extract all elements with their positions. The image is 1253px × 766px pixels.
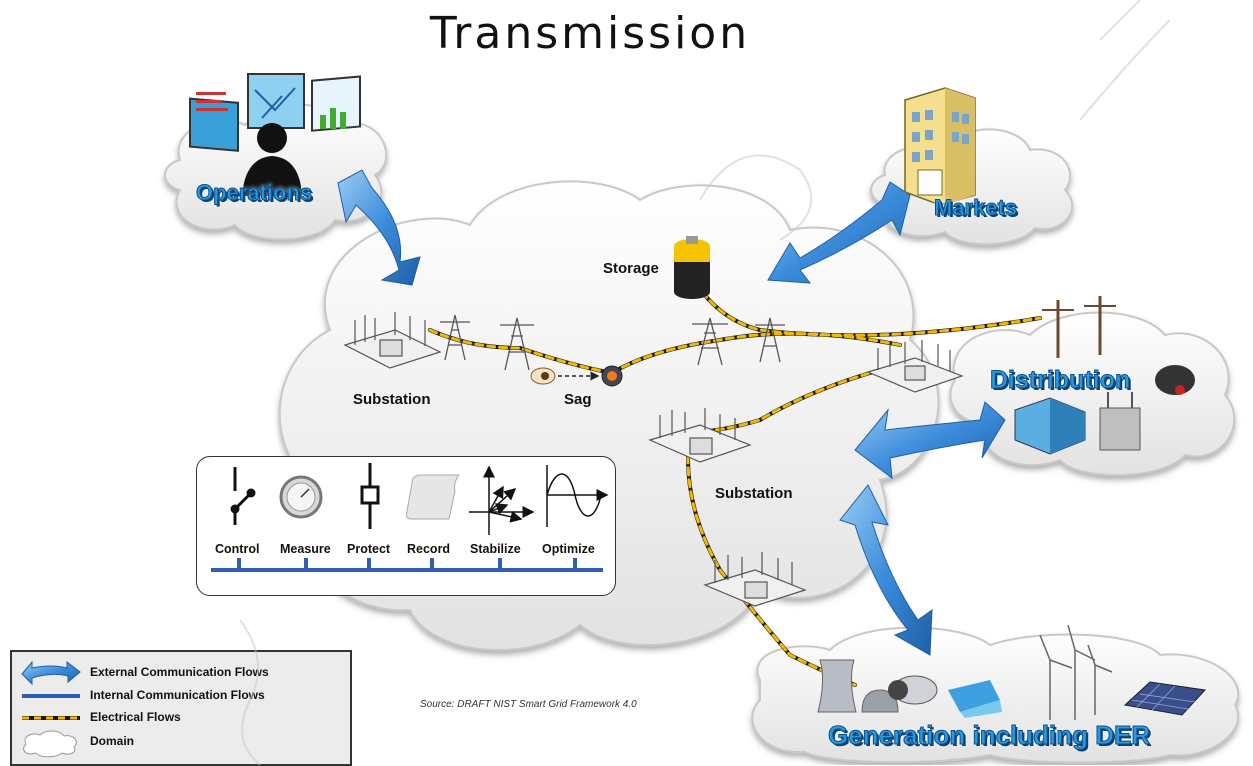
phasor-icon (469, 465, 535, 535)
transformer-icon (1014, 392, 1141, 455)
function-stabilize-label: Stabilize (470, 542, 521, 556)
external-flow-distribution (854, 401, 1006, 480)
switch-icon (230, 467, 256, 525)
legend-symbols (21, 660, 81, 758)
external-flow-generation (839, 484, 933, 656)
sine-wave-icon (546, 465, 609, 527)
grid-functions-panel: Control Measure Protect Record Stabilize… (196, 456, 616, 596)
meter-device-icon (1155, 365, 1195, 395)
substation-right-label: Substation (715, 485, 793, 502)
legend-domain-symbol (23, 730, 77, 758)
sag-label: Sag (564, 391, 592, 408)
operations-label: Operations (195, 180, 313, 206)
turbine-icon (888, 675, 938, 705)
functions-icons (211, 463, 609, 572)
wind-turbine-icon (1039, 624, 1113, 720)
legend-domain-label: Domain (90, 734, 135, 748)
distribution-label: Distribution (989, 366, 1131, 395)
function-protect-label: Protect (347, 542, 391, 556)
external-flow-markets (767, 181, 911, 284)
storage-label: Storage (603, 260, 659, 277)
legend-external-label: External Communication Flows (90, 665, 269, 679)
generation-label: Generation including DER (827, 720, 1151, 751)
legend-electrical-label: Electrical Flows (90, 710, 181, 724)
eye-icon (530, 367, 556, 385)
function-record-label: Record (407, 542, 451, 556)
substation-icon (866, 340, 964, 393)
internal-communication-bus (211, 558, 603, 572)
cooling-tower-icon (817, 659, 899, 713)
hydro-icon (948, 680, 1002, 718)
sensor-icon (601, 365, 623, 387)
substation-icon (703, 552, 807, 607)
legend-external-symbol (21, 660, 81, 686)
function-optimize-label: Optimize (542, 542, 595, 556)
scroll-icon (406, 474, 460, 520)
operator-icon (242, 123, 302, 196)
utility-pole-icon (1042, 296, 1116, 358)
gauge-icon (279, 475, 323, 519)
external-flow-operations (337, 169, 421, 286)
function-measure-label: Measure (280, 542, 331, 556)
substation-icon (648, 408, 752, 463)
function-control-label: Control (215, 542, 260, 556)
monitors-icon (189, 73, 361, 152)
battery-icon (674, 236, 710, 299)
breaker-icon (360, 463, 380, 529)
markets-label: Markets (933, 195, 1018, 221)
market-building-icon (904, 87, 976, 206)
source-note: Source: DRAFT NIST Smart Grid Framework … (420, 699, 637, 710)
tower-icon (440, 314, 785, 371)
legend-internal-label: Internal Communication Flows (90, 688, 265, 702)
substation-icon (343, 312, 442, 369)
legend: External Communication Flows Internal Co… (10, 650, 352, 766)
substation-left-label: Substation (353, 391, 431, 408)
solar-panel-icon (1123, 681, 1207, 716)
diagram-title: Transmission (429, 8, 751, 59)
